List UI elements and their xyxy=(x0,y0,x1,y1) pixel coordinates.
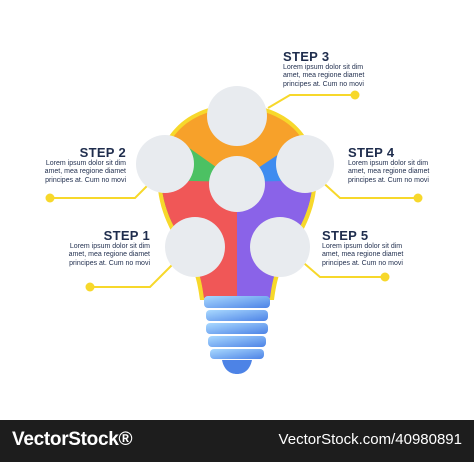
base-thread-1 xyxy=(206,310,268,321)
connector-dots xyxy=(45,90,423,292)
watermark-id: VectorStock.com/40980891 xyxy=(278,431,462,448)
circle-step3 xyxy=(207,86,267,146)
step4-title: STEP 4 xyxy=(348,145,395,160)
bulb-base xyxy=(204,296,270,374)
circle-step1 xyxy=(165,217,225,277)
connector-dot-step1 xyxy=(85,282,95,292)
base-thread-4 xyxy=(210,349,264,359)
step-circles xyxy=(136,86,334,277)
connector-step5 xyxy=(297,257,385,278)
base-thread-2 xyxy=(206,323,268,334)
connector-step1 xyxy=(90,261,176,288)
circle-step2 xyxy=(136,135,194,193)
base-collar xyxy=(204,296,270,308)
step1-title: STEP 1 xyxy=(103,228,150,243)
lightbulb-infographic xyxy=(45,86,423,374)
step1-description: Lorem ipsum dolor sit dim amet, mea regi… xyxy=(68,243,150,267)
circle-center xyxy=(209,156,265,212)
connector-dot-step3 xyxy=(350,90,360,100)
watermark-bar: VectorStock® VectorStock.com/40980891 xyxy=(0,420,474,462)
connector-dot-step4 xyxy=(413,193,423,203)
watermark-brand: VectorStock® xyxy=(12,429,133,450)
step2-description: Lorem ipsum dolor sit dim amet, mea regi… xyxy=(44,160,126,184)
circle-step5 xyxy=(250,217,310,277)
connector-step3 xyxy=(267,94,355,109)
step3-title: STEP 3 xyxy=(283,49,330,64)
step4-description: Lorem ipsum dolor sit dim amet, mea regi… xyxy=(348,160,430,184)
step2-title: STEP 2 xyxy=(79,145,126,160)
step3-description: Lorem ipsum dolor sit dim amet, mea regi… xyxy=(283,64,365,88)
base-thread-3 xyxy=(208,336,266,347)
connector-dot-step2 xyxy=(45,193,55,203)
base-tip xyxy=(222,360,252,374)
step5-title: STEP 5 xyxy=(322,228,369,243)
step5-description: Lorem ipsum dolor sit dim amet, mea regi… xyxy=(322,243,404,267)
connector-dot-step5 xyxy=(380,272,390,282)
circle-step4 xyxy=(276,135,334,193)
